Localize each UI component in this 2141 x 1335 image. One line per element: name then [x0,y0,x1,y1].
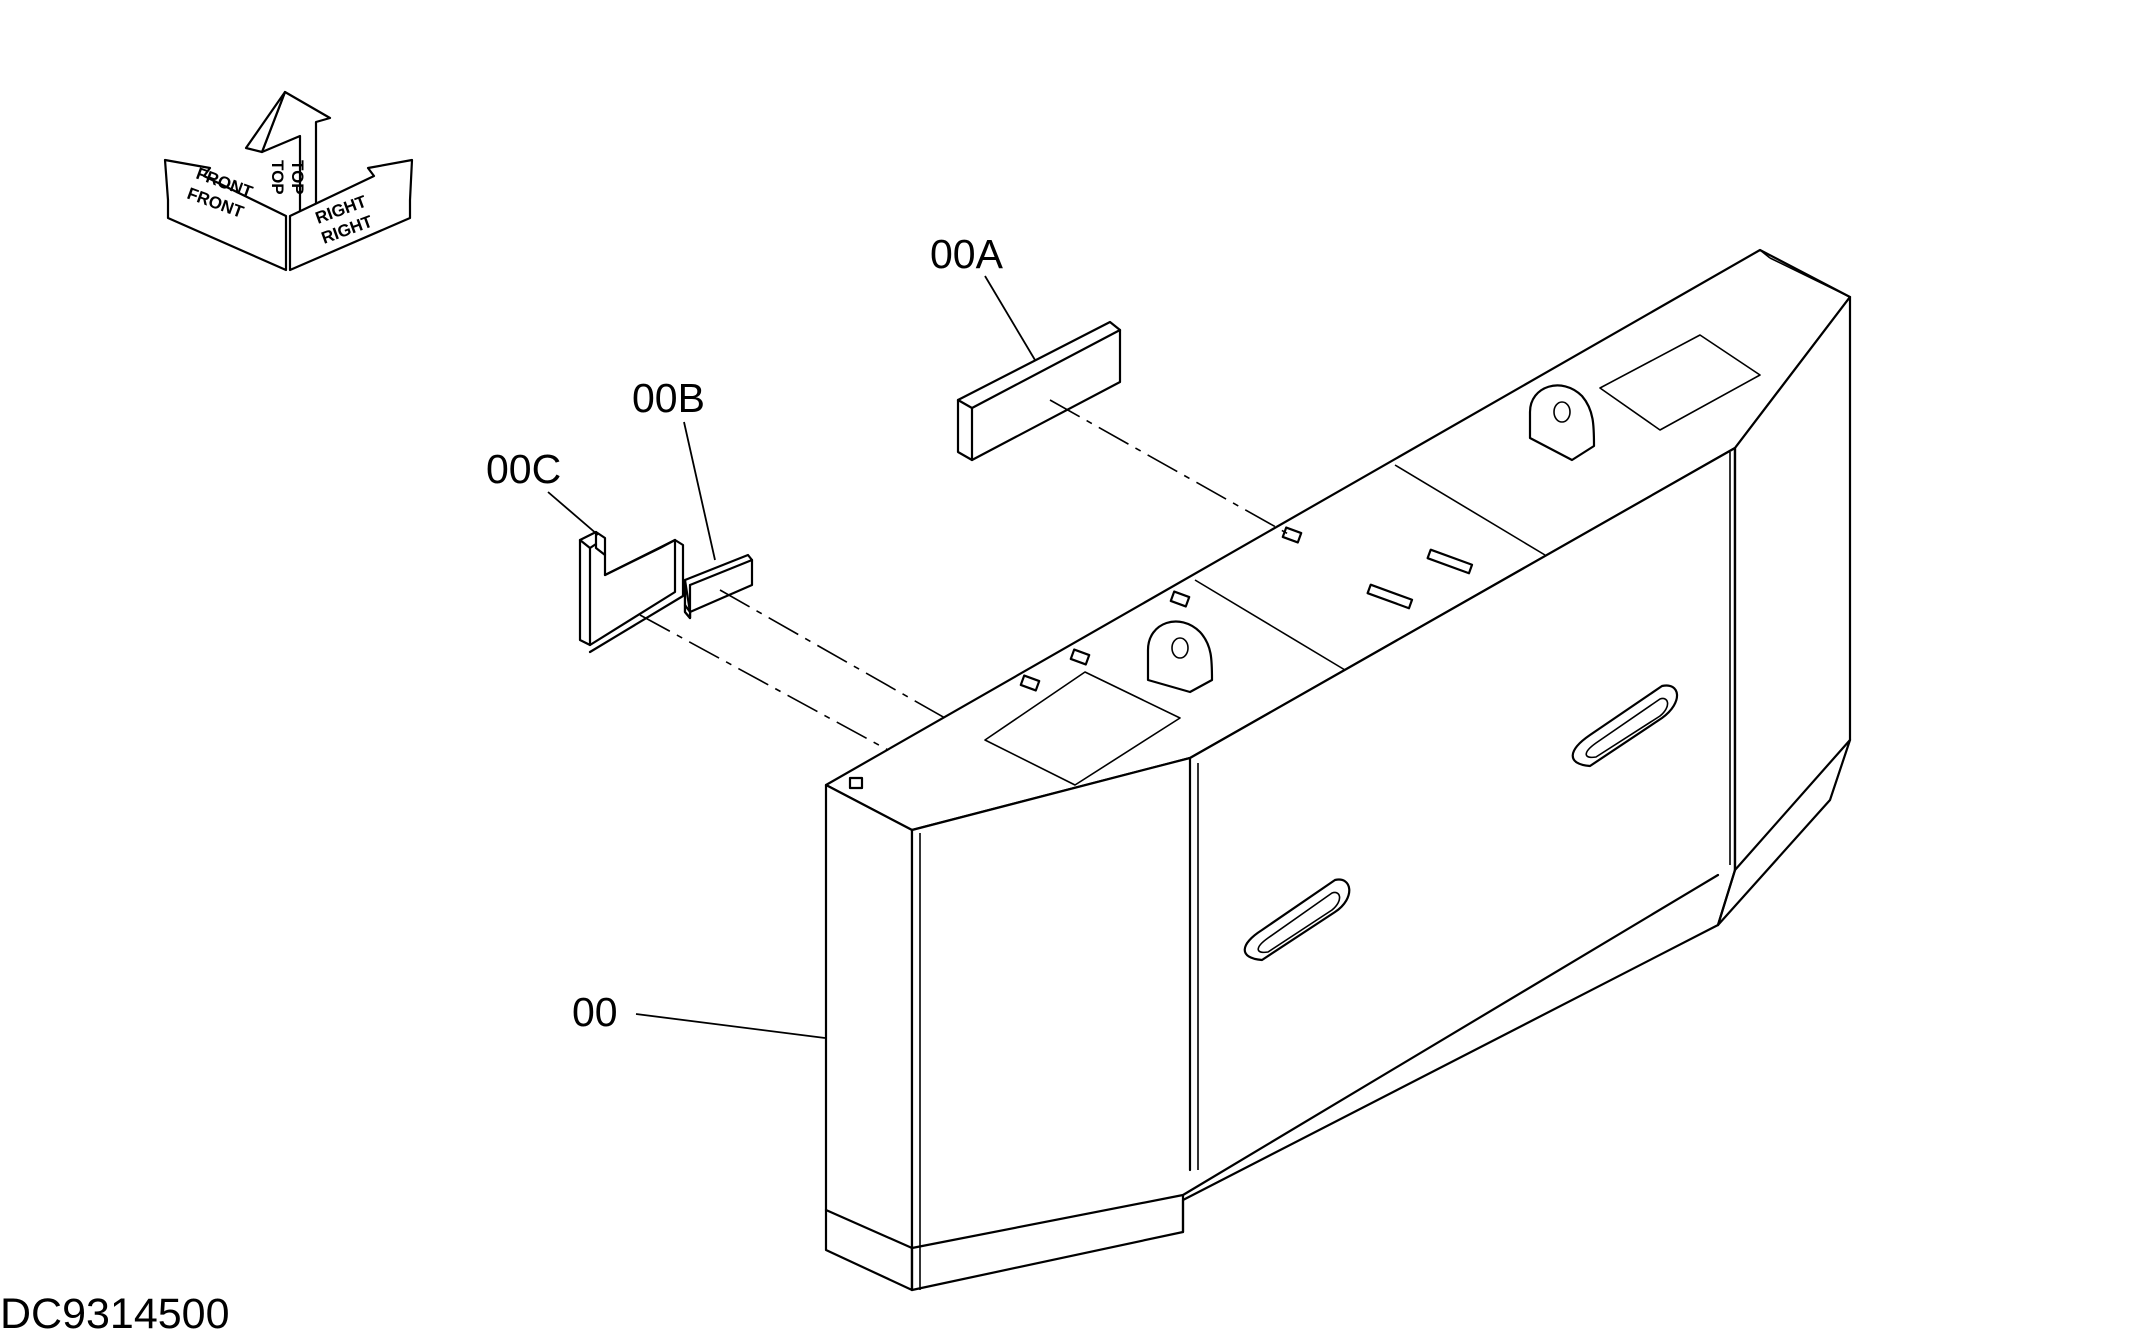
part-label-00C: 00C [486,446,561,492]
orientation-indicator: TOP TOP FRONT FRONT RIGHT RIGHT [163,90,414,272]
top-plate-right [1599,334,1761,431]
counterweight-body [824,248,1852,1292]
assembly-line-00C [639,614,889,751]
part-label-00A: 00A [930,231,1004,277]
part-00B [683,553,754,620]
part-label-00B: 00B [632,375,705,421]
assembly-line-00A [1049,399,1291,536]
part-00C [578,530,685,654]
assembly-line-00B [719,589,946,719]
top-label-2: TOP [288,160,307,195]
document-id: DC9314500 [0,1290,230,1335]
lifting-lug-right [1528,384,1596,462]
front-arrow-icon: FRONT FRONT [163,158,288,272]
slot-right [1571,684,1679,768]
top-plate-left [984,671,1181,786]
leader-00C [547,491,599,536]
slot-left [1243,878,1351,962]
leader-00A [984,275,1036,361]
top-slots [848,526,1474,790]
leader-00B [683,421,716,561]
lifting-lug-left [1146,620,1214,694]
part-label-00: 00 [572,989,618,1035]
top-label-1: TOP [268,160,287,195]
leader-00 [635,1013,826,1039]
counterweight-left-face [824,783,914,1292]
part-00A [956,320,1122,462]
